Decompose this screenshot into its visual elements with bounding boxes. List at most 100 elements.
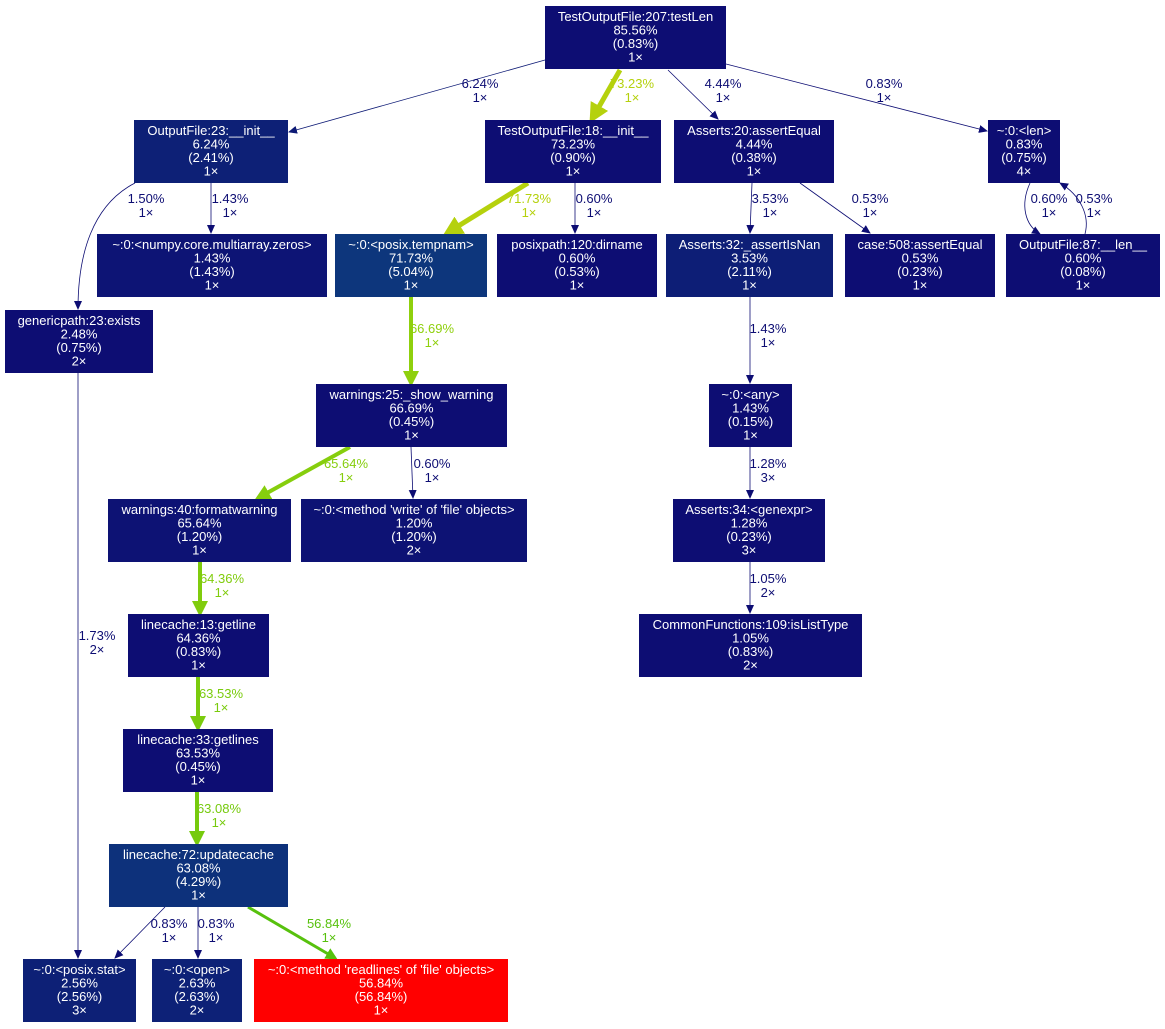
node-box[interactable] — [709, 384, 792, 447]
node-box[interactable] — [497, 234, 657, 297]
edge-n11-n5: 0.53%1× — [1059, 182, 1113, 235]
node-box[interactable] — [123, 729, 273, 792]
node-n17[interactable]: Asserts:34:<genexpr>1.28%(0.23%)3× — [673, 499, 825, 562]
edge-line — [254, 445, 351, 500]
node-box[interactable] — [845, 234, 995, 297]
node-call-count: 1× — [743, 428, 758, 443]
edge-calls-label: 1× — [587, 205, 602, 220]
node-self-percent: (2.56%) — [57, 989, 103, 1004]
nodes-layer: TestOutputFile:207:testLen85.56%(0.83%)1… — [5, 6, 1160, 1022]
node-box[interactable] — [545, 6, 726, 69]
node-call-count: 1× — [191, 888, 206, 903]
node-total-percent: 0.60% — [1065, 251, 1102, 266]
edge-line — [1059, 182, 1087, 235]
node-self-percent: (0.45%) — [389, 414, 435, 429]
node-n1[interactable]: TestOutputFile:207:testLen85.56%(0.83%)1… — [545, 6, 726, 69]
node-function-name: CommonFunctions:109:isListType — [653, 617, 849, 632]
node-box[interactable] — [128, 614, 269, 677]
node-call-count: 1× — [404, 428, 419, 443]
node-n3[interactable]: TestOutputFile:18:__init__73.23%(0.90%)1… — [485, 120, 661, 183]
edge-n7-n13: 66.69%1× — [403, 297, 454, 387]
node-box[interactable] — [1006, 234, 1160, 297]
edge-n2-n6: 1.43%1× — [207, 183, 249, 234]
node-function-name: ~:0:<method 'write' of 'file' objects> — [313, 502, 514, 517]
node-self-percent: (2.41%) — [188, 150, 234, 165]
node-n7[interactable]: ~:0:<posix.tempnam>71.73%(5.04%)1× — [335, 234, 487, 297]
edge-calls-label: 1× — [215, 585, 230, 600]
node-function-name: ~:0:<numpy.core.multiarray.zeros> — [112, 237, 311, 252]
node-function-name: TestOutputFile:18:__init__ — [497, 123, 649, 138]
edge-percent-label: 1.43% — [212, 191, 249, 206]
node-box[interactable] — [97, 234, 327, 297]
node-n23[interactable]: ~:0:<open>2.63%(2.63%)2× — [152, 959, 242, 1022]
edge-n15-n19: 64.36%1× — [192, 562, 244, 617]
edge-n1-n5: 0.83%1× — [725, 63, 988, 133]
node-box[interactable] — [254, 959, 508, 1022]
node-box[interactable] — [639, 614, 862, 677]
node-box[interactable] — [666, 234, 833, 297]
node-box[interactable] — [335, 234, 487, 297]
node-box[interactable] — [485, 120, 661, 183]
edge-line — [589, 68, 623, 124]
edge-n19-n20: 63.53%1× — [190, 677, 244, 732]
node-n2[interactable]: OutputFile:23:__init__6.24%(2.41%)1× — [134, 120, 288, 183]
node-n11[interactable]: OutputFile:87:__len__0.60%(0.08%)1× — [1006, 234, 1160, 297]
node-function-name: ~:0:<posix.tempnam> — [348, 237, 473, 252]
node-box[interactable] — [23, 959, 136, 1022]
node-box[interactable] — [988, 120, 1060, 183]
node-n16[interactable]: ~:0:<method 'write' of 'file' objects>1.… — [301, 499, 527, 562]
node-total-percent: 56.84% — [359, 976, 404, 991]
node-box[interactable] — [134, 120, 288, 183]
node-function-name: ~:0:<method 'readlines' of 'file' object… — [268, 962, 494, 977]
node-n18[interactable]: CommonFunctions:109:isListType1.05%(0.83… — [639, 614, 862, 677]
node-n14[interactable]: ~:0:<any>1.43%(0.15%)1× — [709, 384, 792, 447]
edge-calls-label: 1× — [863, 205, 878, 220]
edge-calls-label: 1× — [473, 90, 488, 105]
node-call-count: 1× — [742, 278, 757, 293]
edge-calls-label: 1× — [209, 930, 224, 945]
node-box[interactable] — [109, 844, 288, 907]
node-self-percent: (0.38%) — [731, 150, 777, 165]
edge-percent-label: 56.84% — [307, 916, 352, 931]
node-total-percent: 66.69% — [389, 401, 434, 416]
node-function-name: Asserts:34:<genexpr> — [685, 502, 812, 517]
node-call-count: 2× — [72, 354, 87, 369]
edge-line — [442, 180, 530, 236]
node-total-percent: 64.36% — [176, 631, 221, 646]
node-n24[interactable]: ~:0:<method 'readlines' of 'file' object… — [254, 959, 508, 1022]
node-n5[interactable]: ~:0:<len>0.83%(0.75%)4× — [988, 120, 1060, 183]
node-total-percent: 1.43% — [732, 401, 769, 416]
node-n6[interactable]: ~:0:<numpy.core.multiarray.zeros>1.43%(1… — [97, 234, 327, 297]
node-n22[interactable]: ~:0:<posix.stat>2.56%(2.56%)3× — [23, 959, 136, 1022]
edge-n1-n4: 4.44%1× — [667, 69, 742, 120]
node-box[interactable] — [673, 499, 825, 562]
node-function-name: ~:0:<any> — [721, 387, 779, 402]
node-box[interactable] — [301, 499, 527, 562]
node-call-count: 1× — [191, 773, 206, 788]
node-box[interactable] — [316, 384, 507, 447]
edge-calls-label: 1× — [214, 700, 229, 715]
node-total-percent: 65.64% — [177, 516, 222, 531]
node-box[interactable] — [5, 310, 153, 373]
edge-calls-label: 2× — [761, 585, 776, 600]
node-box[interactable] — [108, 499, 291, 562]
node-total-percent: 63.08% — [176, 861, 221, 876]
edge-percent-label: 63.53% — [199, 686, 244, 701]
node-total-percent: 1.43% — [194, 251, 231, 266]
node-box[interactable] — [674, 120, 834, 183]
node-box[interactable] — [152, 959, 242, 1022]
edge-percent-label: 0.53% — [1076, 191, 1113, 206]
node-call-count: 3× — [742, 543, 757, 558]
edge-percent-label: 0.53% — [852, 191, 889, 206]
